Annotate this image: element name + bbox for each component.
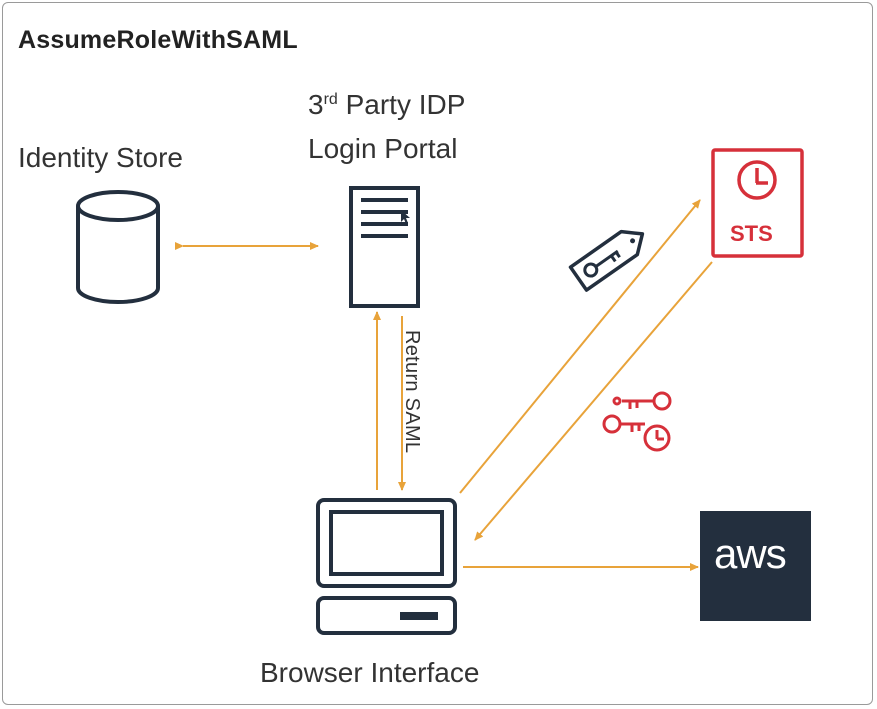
arrow-browser-to-sts — [459, 199, 701, 494]
key-tag-icon — [568, 229, 645, 292]
server-icon — [349, 186, 420, 308]
return-saml-label: Return SAML — [401, 330, 423, 454]
idp-label-sup: rd — [323, 91, 338, 108]
idp-label-line2: Login Portal — [308, 133, 458, 164]
arrow-sts-to-browser — [474, 261, 713, 541]
sts-token-icon — [711, 148, 804, 258]
idp-label-prefix: 3 — [308, 89, 324, 120]
sts-label: STS — [730, 221, 773, 246]
aws-logo-text: aws — [714, 530, 787, 577]
database-icon — [76, 190, 160, 304]
idp-label-rest: Party IDP — [337, 89, 466, 120]
computer-icon — [316, 498, 457, 635]
idp-label: 3rd Party IDP Login Portal — [308, 78, 465, 171]
page-title: AssumeRoleWithSAML — [18, 26, 298, 54]
identity-store-label: Identity Store — [18, 142, 183, 173]
aws-logo — [700, 511, 811, 621]
browser-interface-label: Browser Interface — [260, 657, 480, 688]
temporary-credentials-icon — [602, 391, 672, 452]
